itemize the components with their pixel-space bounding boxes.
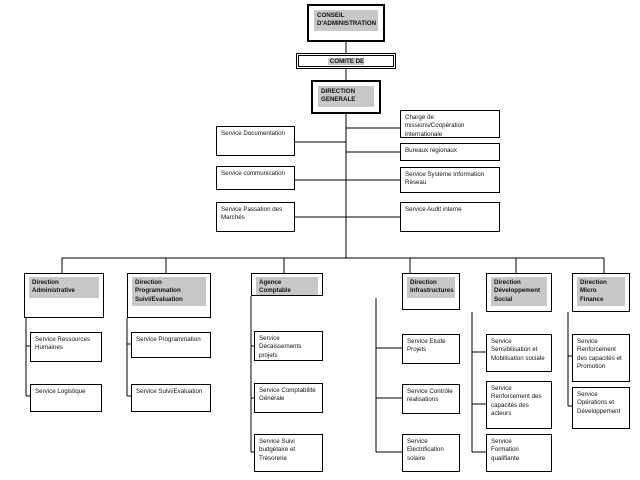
direction-programmation-title: Direction Programmation Suivi/Evaluation	[132, 277, 206, 307]
agence-comptable-box: Agence Comptable	[251, 273, 323, 296]
service-label: Service Formation qualifiante	[491, 438, 520, 462]
staff-documentation-label: Service Documentation	[221, 130, 285, 137]
service-label: Service Programmation	[136, 336, 201, 343]
staff-cooperation-box: Chargé de missions/Coopération internati…	[400, 110, 500, 138]
service-label: Service Renforcement des capacités des a…	[491, 385, 542, 418]
dg-box: DIRECTION GENERALE	[311, 80, 381, 114]
service-renforcement-promotion-box: Service Renforcement des capacités et Pr…	[572, 334, 630, 382]
staff-sir-box: Service Système Information Réseau	[400, 167, 500, 193]
service-label: Service Logistique	[35, 388, 86, 395]
service-electrification-box: Service Electrification solaire	[402, 434, 460, 472]
service-decaissements-box: Service Décaissements projets	[254, 331, 323, 361]
service-label: Service Suivi/Evaluation	[136, 388, 203, 395]
board-title: CONSEIL D'ADMINISTRATION	[314, 10, 378, 31]
service-renforcement-acteurs-box: Service Renforcement des capacités des a…	[486, 381, 552, 429]
direction-administrative-title: Direction Administrative	[29, 277, 99, 298]
service-tresorerie-box: Service Suivi budgétaire et Trésorerie	[254, 434, 323, 472]
direction-programmation-box: Direction Programmation Suivi/Evaluation	[127, 273, 211, 318]
staff-communication-box: Service communication	[216, 166, 295, 190]
staff-audit-box: Service Audit interne	[400, 202, 500, 232]
agence-comptable-title: Agence Comptable	[256, 277, 318, 295]
service-label: Service Décaissements projets	[259, 335, 302, 359]
direction-micro-finance-title: Direction Micro Finance	[577, 277, 625, 307]
service-label: Service Suivi budgétaire et Trésorerie	[259, 438, 296, 462]
staff-bureaux-label: Bureaux régionaux	[405, 147, 457, 154]
direction-infrastructures-title: Direction Infrastructures	[407, 277, 455, 298]
staff-communication-label: Service communication	[221, 170, 285, 177]
staff-cooperation-label: Chargé de missions/Coopération internati…	[405, 114, 465, 138]
service-operations-box: Service Opérations et Développement	[572, 387, 630, 429]
staff-sir-label: Service Système Information Réseau	[405, 171, 485, 187]
staff-bureaux-box: Bureaux régionaux	[400, 143, 500, 161]
staff-audit-label: Service Audit interne	[405, 206, 462, 213]
service-label: Service Contrôle réalisations	[407, 388, 453, 404]
direction-developpement-social-title: Direction Développement Social	[491, 277, 547, 307]
service-suivi-evaluation-box: Service Suivi/Evaluation	[131, 384, 211, 412]
service-label: Service Renforcement des capacités et Pr…	[577, 338, 622, 371]
direction-infrastructures-box: Direction Infrastructures	[402, 273, 460, 310]
staff-documentation-box: Service Documentation	[216, 126, 295, 156]
service-logistique-box: Service Logistique	[30, 384, 102, 412]
staff-passation-box: Service Passation des Marchés	[216, 202, 295, 232]
service-formation-box: Service Formation qualifiante	[486, 434, 552, 472]
board-box: CONSEIL D'ADMINISTRATION	[307, 4, 385, 42]
service-sensibilisation-box: Service Sensibilisation et Mobilisation …	[486, 334, 552, 372]
service-controle-box: Service Contrôle réalisations	[402, 384, 460, 414]
service-label: Service Etude Projets	[407, 338, 446, 354]
service-label: Service Comptabilité Générale	[259, 387, 316, 403]
dg-title: DIRECTION GENERALE	[318, 86, 374, 107]
service-etude-projets-box: Service Etude Projets	[402, 334, 460, 364]
service-comptabilite-box: Service Comptabilité Générale	[254, 383, 323, 413]
service-label: Service Sensibilisation et Mobilisation …	[491, 338, 545, 362]
direction-administrative-box: Direction Administrative	[24, 273, 104, 318]
service-label: Service Ressources Humaines	[35, 336, 91, 352]
staff-passation-label: Service Passation des Marchés	[221, 206, 283, 222]
service-ressources-humaines-box: Service Ressources Humaines	[30, 332, 102, 362]
service-programmation-box: Service Programmation	[131, 332, 211, 358]
service-label: Service Electrification solaire	[407, 438, 444, 462]
service-label: Service Opérations et Développement	[577, 391, 621, 415]
direction-developpement-social-box: Direction Développement Social	[486, 273, 552, 312]
oversight-box: COMITE DE SURVEILLANCE	[296, 53, 396, 69]
direction-micro-finance-box: Direction Micro Finance	[572, 273, 630, 312]
oversight-title: COMITE DE SURVEILLANCE	[320, 58, 372, 66]
